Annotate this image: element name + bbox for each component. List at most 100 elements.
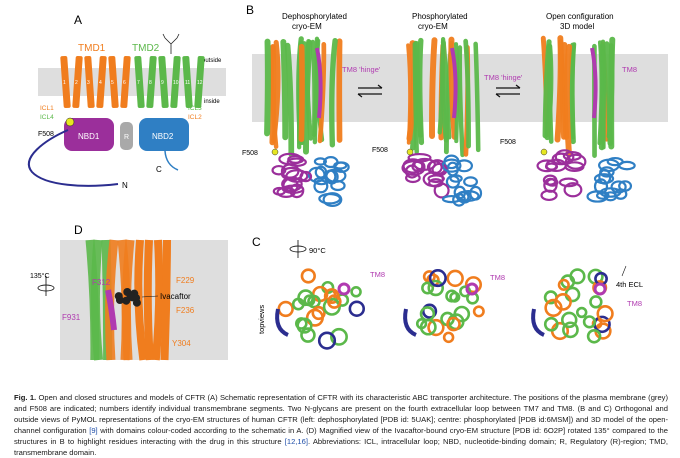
panel-b: B Dephosphorylated cryo-EM Phosphorylate… bbox=[242, 3, 668, 206]
helix-top-ribbon bbox=[448, 271, 463, 286]
f229-label: F229 bbox=[176, 276, 195, 285]
nbd1-label: NBD1 bbox=[78, 132, 100, 141]
ecl4-pointer bbox=[622, 266, 626, 276]
tm8-label-c3: TM8 bbox=[627, 299, 642, 308]
helix-top-ribbon bbox=[474, 307, 483, 316]
tm-helix-number: 1 bbox=[63, 80, 66, 86]
tm-helix-number: 11 bbox=[185, 80, 190, 86]
r-label: R bbox=[124, 134, 129, 141]
tm-helix-ribbon bbox=[607, 44, 610, 143]
rotation-label-c: 90°C bbox=[309, 246, 326, 255]
nbd2-ribbon bbox=[314, 180, 327, 192]
panel-b-letter: B bbox=[246, 3, 254, 17]
tm8-hinge-label-2: TM8 'hinge' bbox=[484, 73, 523, 82]
tm-helix-ribbon bbox=[283, 42, 285, 137]
n-glycan-icon bbox=[163, 34, 179, 54]
tm-helix-ribbon bbox=[313, 42, 315, 135]
tm-helix-ribbon bbox=[476, 44, 479, 150]
f508-marker bbox=[272, 149, 278, 155]
col1-title-1: Dephosphorylated bbox=[282, 12, 347, 21]
tm-helix-number: 9 bbox=[161, 80, 164, 86]
helix-top-ribbon bbox=[563, 323, 577, 337]
helix-ribbon-d bbox=[148, 240, 150, 360]
helix-top-ribbon bbox=[444, 333, 453, 342]
panel-d: D 135°C F312 F229 Ivacaftor F931 F236 Y3… bbox=[30, 223, 228, 360]
f236-label: F236 bbox=[176, 306, 195, 315]
tm8-top-ribbon bbox=[339, 284, 349, 294]
f508-marker bbox=[66, 118, 74, 126]
tm8-label-b: TM8 bbox=[622, 65, 637, 74]
tm-helix-number: 7 bbox=[137, 80, 140, 86]
helix-top-ribbon bbox=[313, 307, 325, 319]
ivacaftor-atom bbox=[127, 293, 135, 301]
structure-phosphorylated bbox=[403, 39, 481, 205]
tm-helix-number: 5 bbox=[111, 80, 114, 86]
f508-label-a: F508 bbox=[38, 131, 54, 138]
col1-title-2: cryo-EM bbox=[292, 22, 322, 31]
ivacaftor-label: Ivacaftor bbox=[160, 292, 191, 301]
topview-phosphorylated bbox=[405, 270, 483, 341]
tm-helix-ribbon bbox=[567, 47, 569, 155]
icl2-label: ICL2 bbox=[188, 114, 202, 121]
n-terminus-label: N bbox=[122, 181, 128, 190]
helix-ribbon-d bbox=[156, 240, 159, 360]
topviews-label: topviews bbox=[257, 305, 266, 334]
tm8-top-ribbon bbox=[595, 284, 605, 294]
panel-c: C 90°C topviews TM8 TM8 TM8 4th ECL bbox=[252, 235, 643, 348]
f312-label: F312 bbox=[92, 278, 111, 287]
rotation-label-d: 135°C bbox=[30, 272, 50, 280]
outside-label: outside bbox=[202, 58, 222, 64]
f508-marker bbox=[407, 149, 413, 155]
helix-top-ribbon bbox=[590, 296, 601, 307]
panel-a-letter: A bbox=[74, 13, 82, 27]
tm-helix-number: 6 bbox=[123, 80, 126, 86]
ecl4-label: 4th ECL bbox=[616, 280, 643, 289]
tm-helix-ribbon bbox=[558, 38, 561, 140]
tm8-label-c1: TM8 bbox=[370, 270, 385, 279]
nbd2-ribbon bbox=[619, 162, 634, 169]
tmd1-label: TMD1 bbox=[78, 43, 106, 54]
y304-label: Y304 bbox=[172, 339, 191, 348]
tmd2-label: TMD2 bbox=[132, 43, 160, 54]
nbd2-label: NBD2 bbox=[152, 132, 174, 141]
caption-figure-label: Fig. 1. bbox=[14, 393, 36, 402]
lasso-ribbon bbox=[277, 309, 288, 335]
inside-label: inside bbox=[204, 99, 220, 105]
icl4-label: ICL4 bbox=[40, 114, 54, 121]
tm8-top-ribbon bbox=[467, 284, 477, 294]
f508-label-b1: F508 bbox=[242, 150, 258, 157]
col3-title-1: Open configuration bbox=[546, 12, 614, 21]
f508-label-b2: F508 bbox=[372, 147, 388, 154]
icl3-label: ICL3 bbox=[188, 105, 202, 112]
topview-open-model bbox=[533, 270, 612, 343]
tm-helix-ribbon bbox=[301, 47, 302, 140]
caption-ref-12-16[interactable]: [12,16] bbox=[285, 437, 308, 446]
helix-ribbon-d bbox=[95, 240, 98, 360]
tm-helix-number: 12 bbox=[197, 80, 203, 86]
tm-helix-number: 10 bbox=[173, 80, 179, 86]
topview-dephosphorylated bbox=[277, 270, 364, 349]
helix-top-ribbon bbox=[352, 287, 361, 296]
figure-caption: Fig. 1. Open and closed structures and m… bbox=[14, 392, 668, 458]
helix-top-ribbon bbox=[350, 302, 364, 316]
nbd2-ribbon bbox=[319, 194, 340, 203]
col2-title-1: Phosphorylated bbox=[412, 12, 468, 21]
f931-label: F931 bbox=[62, 313, 81, 322]
caption-ref-9[interactable]: [9] bbox=[89, 426, 97, 435]
tm-helix-number: 3 bbox=[87, 80, 90, 86]
lasso-ribbon bbox=[405, 309, 416, 335]
tm-helix-number: 8 bbox=[149, 80, 152, 86]
tm-helix-number: 4 bbox=[99, 80, 102, 86]
helix-top-ribbon bbox=[577, 308, 586, 317]
tm-helix-ribbon bbox=[603, 42, 604, 148]
rotate-icon-c bbox=[290, 240, 306, 258]
c-terminus-label: C bbox=[156, 165, 162, 174]
tm8-label-c2: TM8 bbox=[490, 273, 505, 282]
c-terminus-line bbox=[165, 151, 178, 170]
tm-helix-ribbon bbox=[432, 40, 434, 136]
nbd2-ribbon bbox=[464, 177, 477, 186]
helix-top-ribbon bbox=[302, 270, 315, 283]
icl1-label: ICL1 bbox=[40, 105, 54, 112]
